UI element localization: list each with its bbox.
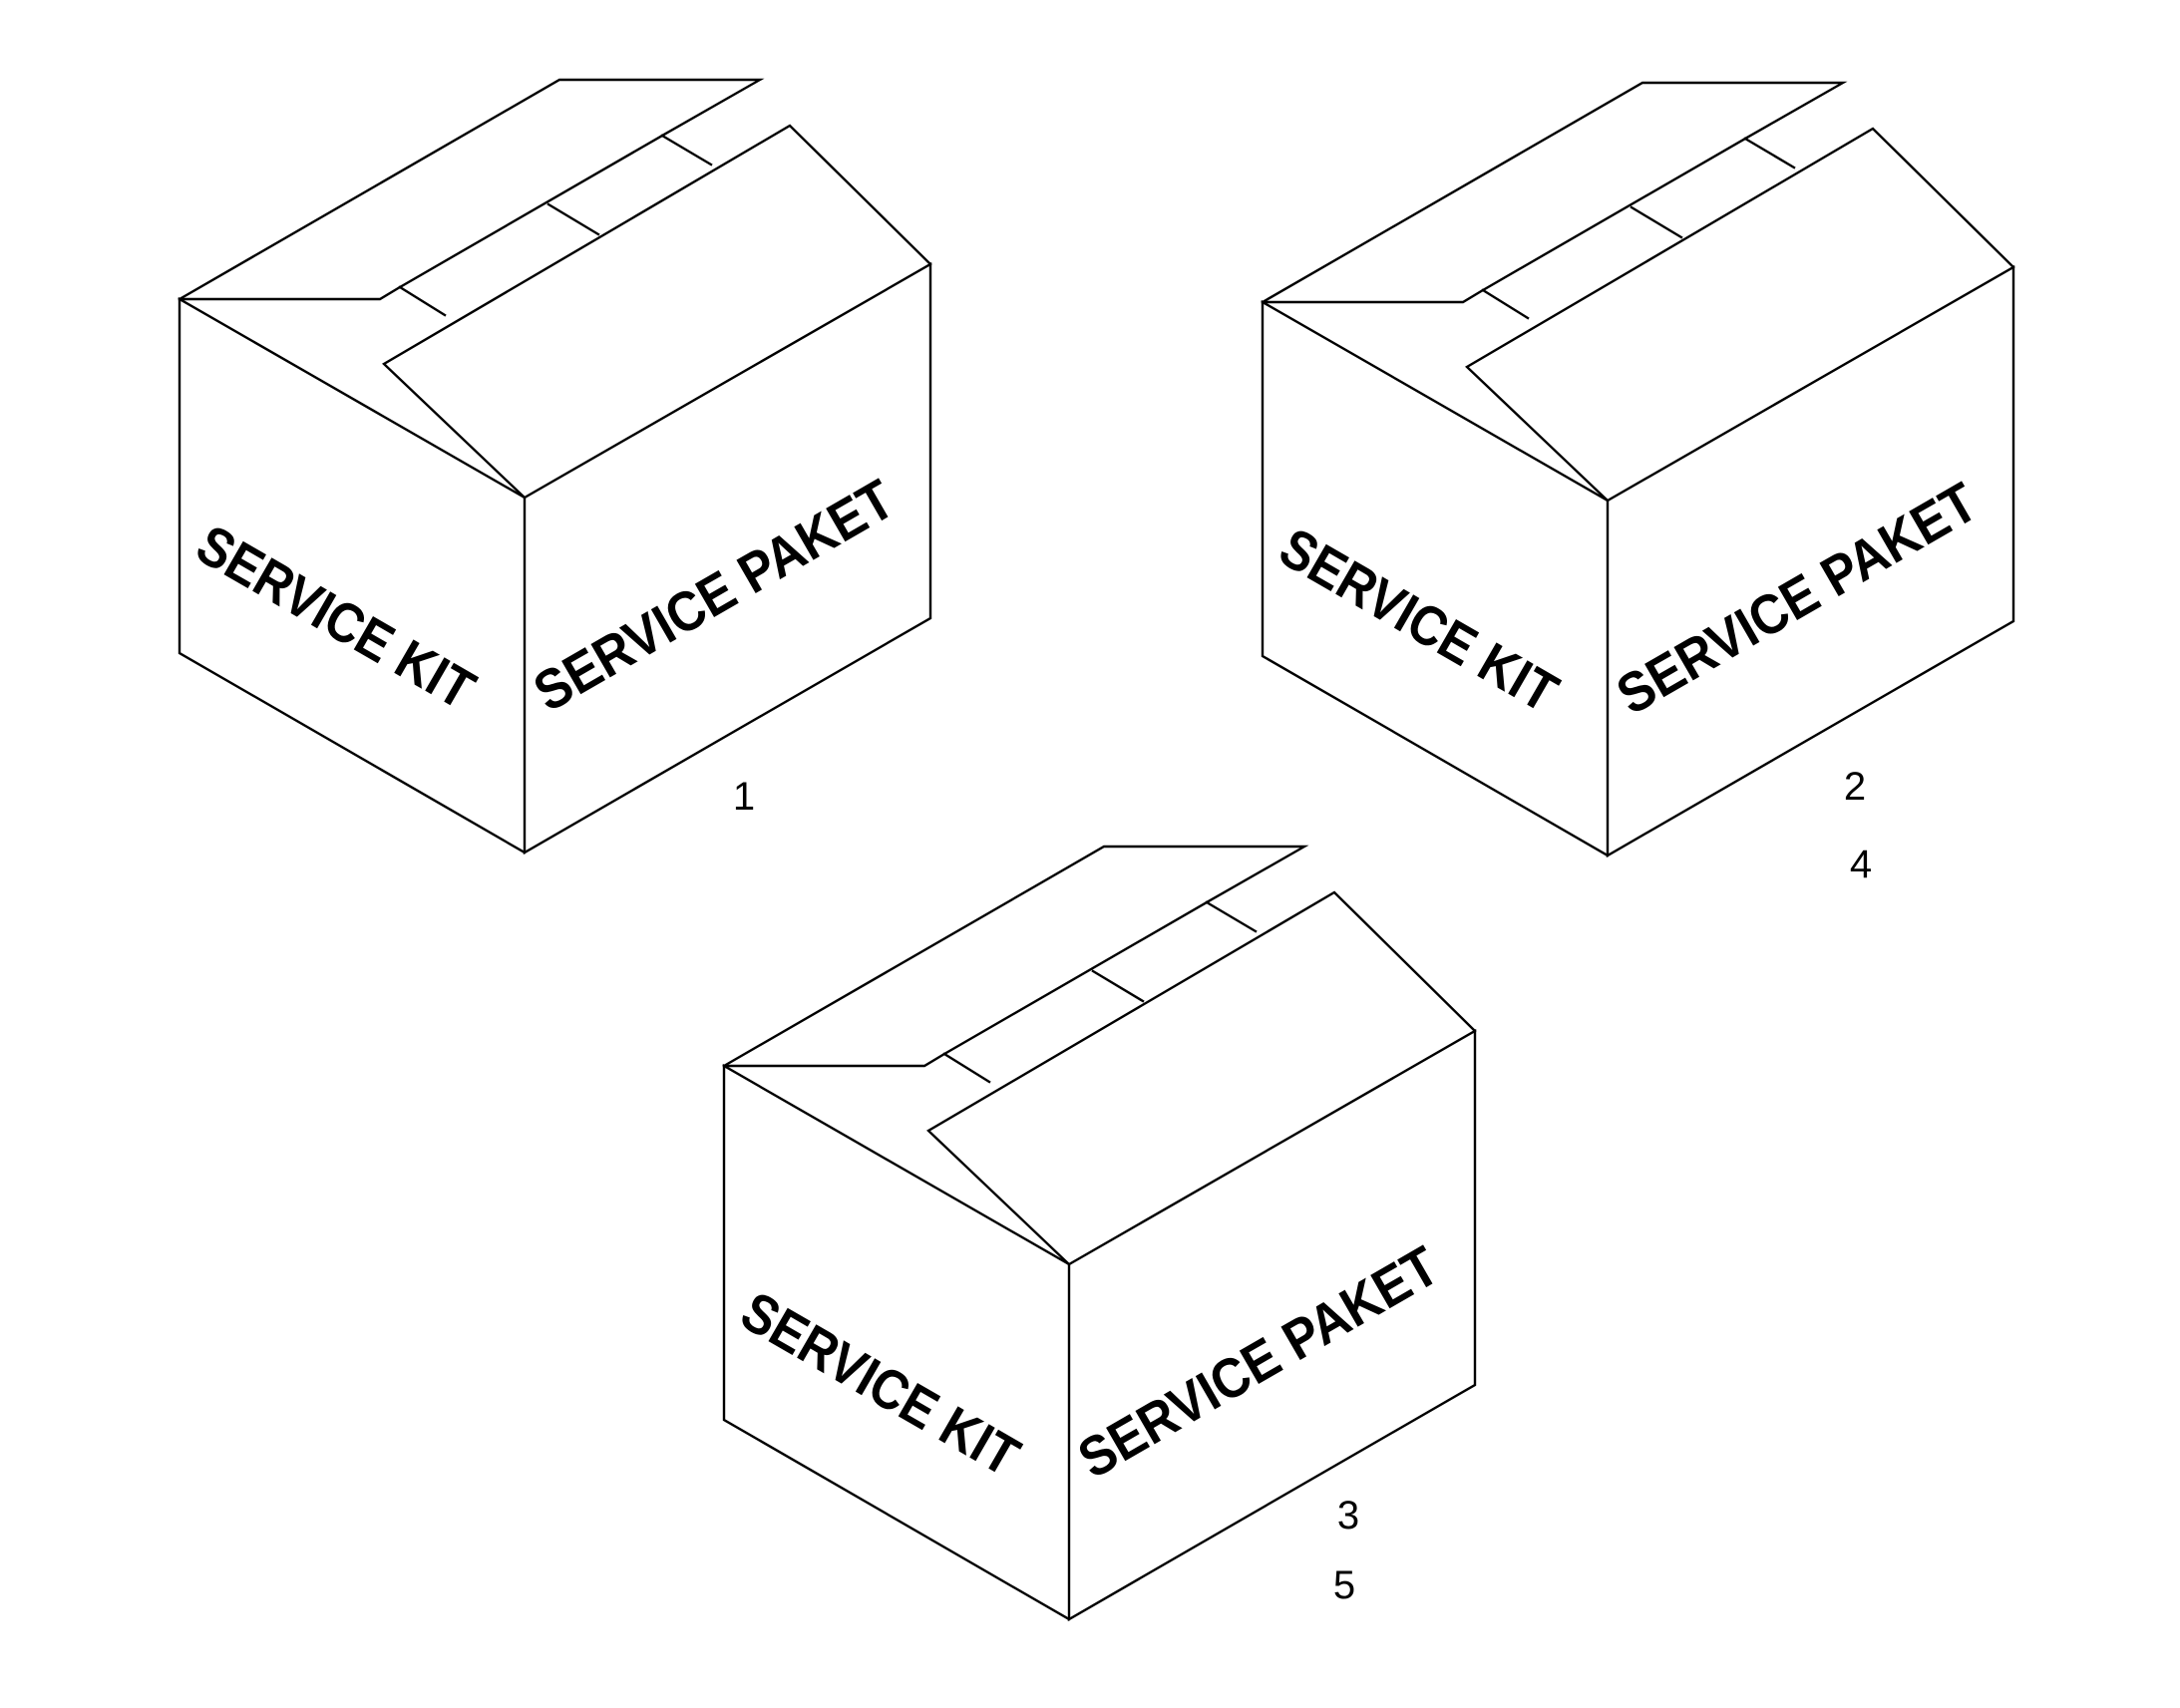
box-3-back-flap	[722, 845, 1309, 1068]
box-1-tape-edge-b	[546, 202, 600, 236]
box-2-tape-line	[1481, 137, 1747, 292]
box-2-left-fold	[1261, 288, 1485, 304]
box-3-right-label: SERVICE PAKET	[1068, 1233, 1449, 1490]
box-3-callout-5: 5	[1333, 1563, 1355, 1607]
box-2-left-label: SERVICE KIT	[1270, 515, 1569, 725]
box-3-front-flap	[926, 890, 1477, 1266]
box-2-tape-edge-b	[1630, 205, 1683, 239]
box-3-right-face-outline	[1067, 1028, 1477, 1622]
box-1-tape-edge-a	[398, 285, 447, 317]
box-3-tape-edge-b	[1091, 969, 1145, 1003]
box-2-callout-4: 4	[1850, 843, 1872, 886]
box-1: SERVICE KIT SERVICE PAKET 1	[178, 78, 932, 855]
box-1-front-flap	[382, 124, 932, 500]
box-2-tape-edge-a	[1481, 288, 1530, 320]
box-2: SERVICE KIT SERVICE PAKET 2 4	[1261, 81, 2015, 886]
box-3: SERVICE KIT SERVICE PAKET 3 5	[722, 845, 1477, 1622]
box-3-callout-3: 3	[1337, 1494, 1359, 1537]
box-1-tape-edge-c	[660, 134, 713, 167]
box-2-left-face-outline	[1261, 299, 1610, 857]
box-1-right-face-outline	[523, 261, 932, 855]
box-3-left-fold	[722, 1052, 946, 1068]
box-1-left-face-outline	[178, 296, 527, 854]
box-1-back-flap	[178, 78, 765, 301]
box-1-callout-1: 1	[733, 775, 755, 819]
box-3-left-label: SERVICE KIT	[731, 1279, 1030, 1489]
box-2-callout-2: 2	[1844, 765, 1866, 809]
box-2-tape-edge-c	[1743, 137, 1796, 170]
box-3-tape-edge-a	[942, 1052, 991, 1084]
box-1-left-fold	[178, 285, 402, 301]
box-3-tape-line	[942, 900, 1209, 1056]
box-2-back-flap	[1261, 81, 1848, 304]
box-2-front-flap	[1465, 127, 2015, 503]
box-2-right-face-outline	[1606, 264, 2015, 858]
box-3-tape-edge-c	[1205, 900, 1258, 933]
box-1-left-label: SERVICE KIT	[186, 512, 486, 722]
box-2-right-label: SERVICE PAKET	[1607, 470, 1988, 726]
box-3-left-face-outline	[722, 1063, 1071, 1621]
box-1-tape-line	[398, 134, 664, 289]
box-1-right-label: SERVICE PAKET	[524, 467, 905, 723]
